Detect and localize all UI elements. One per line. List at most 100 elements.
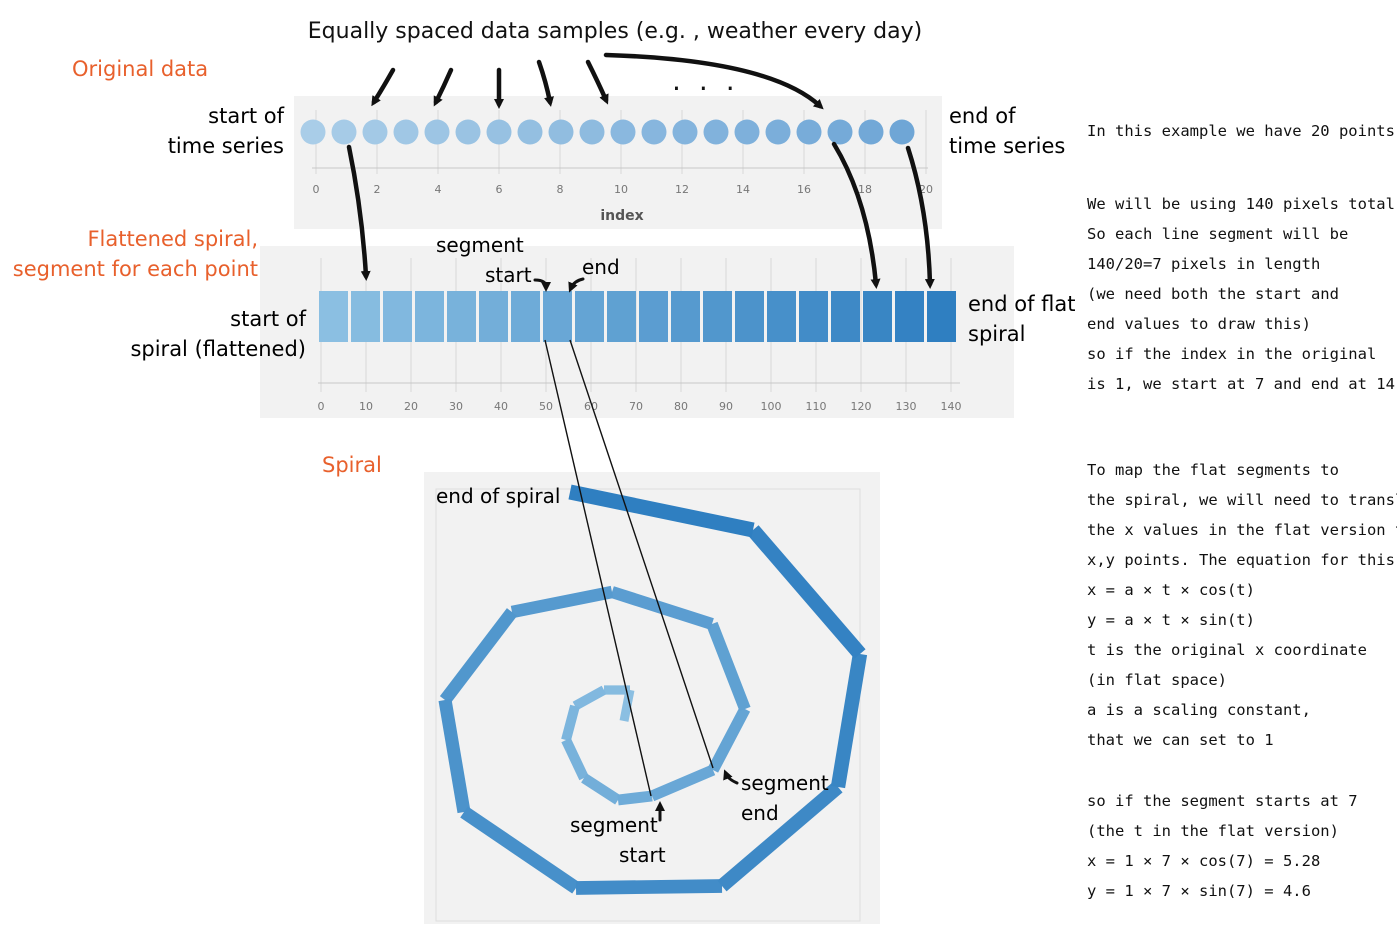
flat-end-arrow	[568, 277, 585, 293]
original-data-point	[641, 119, 667, 145]
note-line: so if the segment starts at 7	[1087, 792, 1358, 810]
flat-tick-label: 100	[761, 400, 782, 413]
section-flattened-label-2: segment for each point	[13, 257, 258, 281]
spiral-segment	[619, 689, 635, 722]
original-data-point	[362, 119, 388, 145]
flat-segment	[831, 291, 860, 342]
arrow-sample-5	[585, 59, 609, 105]
flat-segment	[735, 291, 764, 342]
spiral-segment-end-label-2: end	[741, 801, 779, 825]
original-data-point	[548, 119, 574, 145]
flat-segment	[703, 291, 732, 342]
original-data-point	[517, 119, 543, 145]
flat-segment	[607, 291, 636, 342]
original-data-point	[331, 119, 357, 145]
flat-tick-label: 140	[941, 400, 962, 413]
note-line: y = 1 × 7 × sin(7) = 4.6	[1087, 882, 1311, 900]
spiral-segment	[717, 781, 843, 892]
spiral-segment	[830, 652, 868, 789]
flat-tick-label: 10	[359, 400, 373, 413]
flat-segment	[767, 291, 796, 342]
original-panel-bg	[294, 96, 942, 229]
flat-segment	[319, 291, 348, 342]
original-data-point	[765, 119, 791, 145]
spiral-segment	[649, 764, 716, 802]
flat-tick-label: 120	[851, 400, 872, 413]
spiral-segment	[617, 790, 653, 806]
spiral-end-arrow	[723, 769, 739, 785]
segment-end-label: end	[582, 255, 620, 279]
segment-start-label-2: start	[485, 263, 532, 287]
diagram-title: Equally spaced data samples (e.g. , weat…	[308, 19, 922, 44]
flat-tick-label: 40	[494, 400, 508, 413]
flat-segment	[447, 291, 476, 342]
original-data-point	[858, 119, 884, 145]
spiral-segment	[561, 704, 580, 742]
note-line: x,y points. The equation for this is:	[1087, 551, 1397, 569]
spiral-segment-start-label-1: segment	[570, 813, 658, 837]
segment-start-connector	[544, 339, 652, 797]
flat-segment	[799, 291, 828, 342]
flat-tick-label: 0	[318, 400, 325, 413]
arrow-sample-2	[433, 67, 454, 107]
note-line: is 1, we start at 7 and end at 14	[1087, 375, 1395, 393]
flat-segment	[415, 291, 444, 342]
note-line: 140/20=7 pixels in length	[1087, 255, 1320, 273]
spiral-segment	[581, 773, 621, 805]
flat-segments	[319, 291, 956, 342]
original-tick-label: 6	[496, 183, 503, 196]
spiral-panel-bg	[424, 472, 880, 924]
small-annotation-arrows	[533, 277, 739, 822]
original-data-point	[796, 119, 822, 145]
original-tick-label: 12	[675, 183, 689, 196]
original-data-point	[455, 119, 481, 145]
note-line: We will be using 140 pixels total.	[1087, 195, 1397, 213]
spiral-segment-start-label-2: start	[619, 843, 666, 867]
flat-segment	[351, 291, 380, 342]
spiral-panel	[424, 472, 880, 924]
flat-segment	[895, 291, 924, 342]
flat-tick-label: 20	[404, 400, 418, 413]
flat-segment	[511, 291, 540, 342]
section-spiral-label: Spiral	[322, 453, 382, 477]
note-line: t is the original x coordinate	[1087, 641, 1367, 659]
note-line: y = a × t × sin(t)	[1087, 611, 1255, 629]
flat-tick-label: 90	[719, 400, 733, 413]
flat-tick-label: 70	[629, 400, 643, 413]
spiral-segment	[561, 737, 589, 781]
flat-tick-label: 80	[674, 400, 688, 413]
original-tick-label: 2	[374, 183, 381, 196]
note-line: (the t in the flat version)	[1087, 822, 1339, 840]
flat-tick-label: 110	[806, 400, 827, 413]
original-tick-label: 8	[557, 183, 564, 196]
spiral-segment	[572, 685, 607, 711]
original-data-point	[393, 119, 419, 145]
spiral-path	[438, 484, 868, 895]
note-line: a is a scaling constant,	[1087, 701, 1311, 719]
flat-segment	[671, 291, 700, 342]
original-tick-label: 20	[919, 183, 933, 196]
spiral-segment	[460, 806, 580, 894]
note-line: the x values in the flat version to	[1087, 521, 1397, 539]
annotation-arrows	[346, 52, 935, 289]
note-line: end values to draw this)	[1087, 315, 1311, 333]
note-line: To map the flat segments to	[1087, 461, 1339, 479]
note-line: x = a × t × cos(t)	[1087, 581, 1255, 599]
flat-tick-label: 130	[896, 400, 917, 413]
original-data-point	[486, 119, 512, 145]
original-data-point	[889, 119, 915, 145]
original-tick-label: 10	[614, 183, 628, 196]
flat-segment	[479, 291, 508, 342]
note-line: the spiral, we will need to translate,	[1087, 491, 1397, 509]
spiral-segment	[610, 586, 714, 630]
spiral-segment	[706, 621, 751, 712]
spiral-segment	[747, 525, 866, 659]
original-tick-label: 4	[435, 183, 442, 196]
spiral-segment	[575, 879, 723, 895]
end-of-flat-spiral-label-2: spiral	[968, 322, 1025, 346]
flat-segment	[927, 291, 956, 342]
